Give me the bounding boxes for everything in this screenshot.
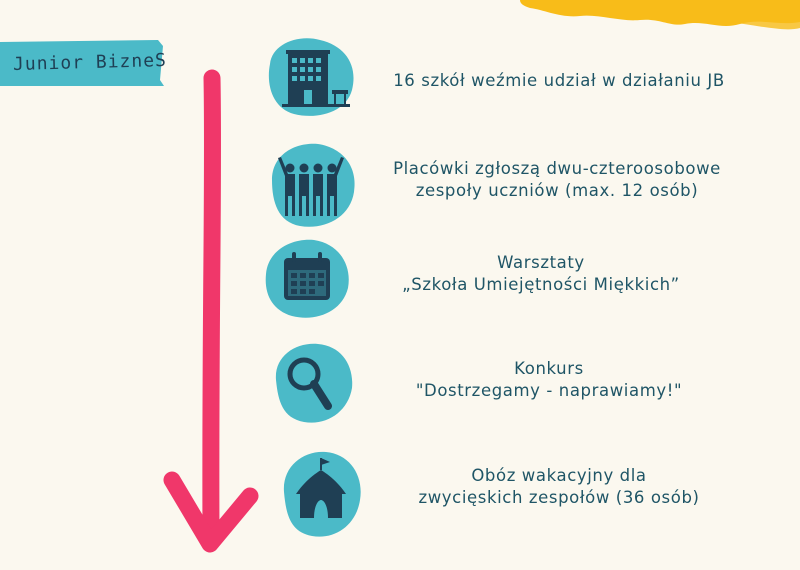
step-2-line-2: zespoły uczniów (max. 12 osób)	[415, 181, 699, 200]
paint-splash-decoration	[520, 0, 800, 30]
tent-icon	[283, 451, 361, 537]
step-3-line-1: Warsztaty	[497, 253, 585, 272]
title-banner	[0, 40, 165, 86]
step-5-line-2: zwycięskich zespołów (36 osób)	[418, 488, 700, 507]
step-2-text: Placówki zgłoszą dwu-czteroosobowe zespo…	[362, 158, 752, 202]
step-5-line-1: Obóz wakacyjny dla	[471, 466, 647, 485]
step-1-line-1: 16 szkół weźmie udział w działaniu JB	[393, 71, 725, 90]
step-2-line-1: Placówki zgłoszą dwu-czteroosobowe	[393, 159, 721, 178]
step-4-line-2: "Dostrzegamy - naprawiamy!"	[415, 381, 683, 400]
step-4-text: Konkurs "Dostrzegamy - naprawiamy!"	[354, 358, 744, 402]
timeline-arrow	[163, 69, 259, 553]
step-4-line-1: Konkurs	[514, 359, 584, 378]
magnifier-icon	[275, 343, 353, 423]
banner-title: Junior BizneS	[12, 49, 168, 76]
calendar-icon	[265, 239, 349, 318]
step-1-text: 16 szkół weźmie udział w działaniu JB	[364, 70, 754, 92]
step-5-text: Obóz wakacyjny dla zwycięskich zespołów …	[364, 465, 754, 509]
students-group-icon	[272, 143, 355, 227]
step-3-text: Warsztaty „Szkoła Umiejętności Miękkich”	[346, 252, 736, 296]
school-building-icon	[268, 38, 354, 116]
step-3-line-2: „Szkoła Umiejętności Miękkich”	[402, 275, 680, 294]
